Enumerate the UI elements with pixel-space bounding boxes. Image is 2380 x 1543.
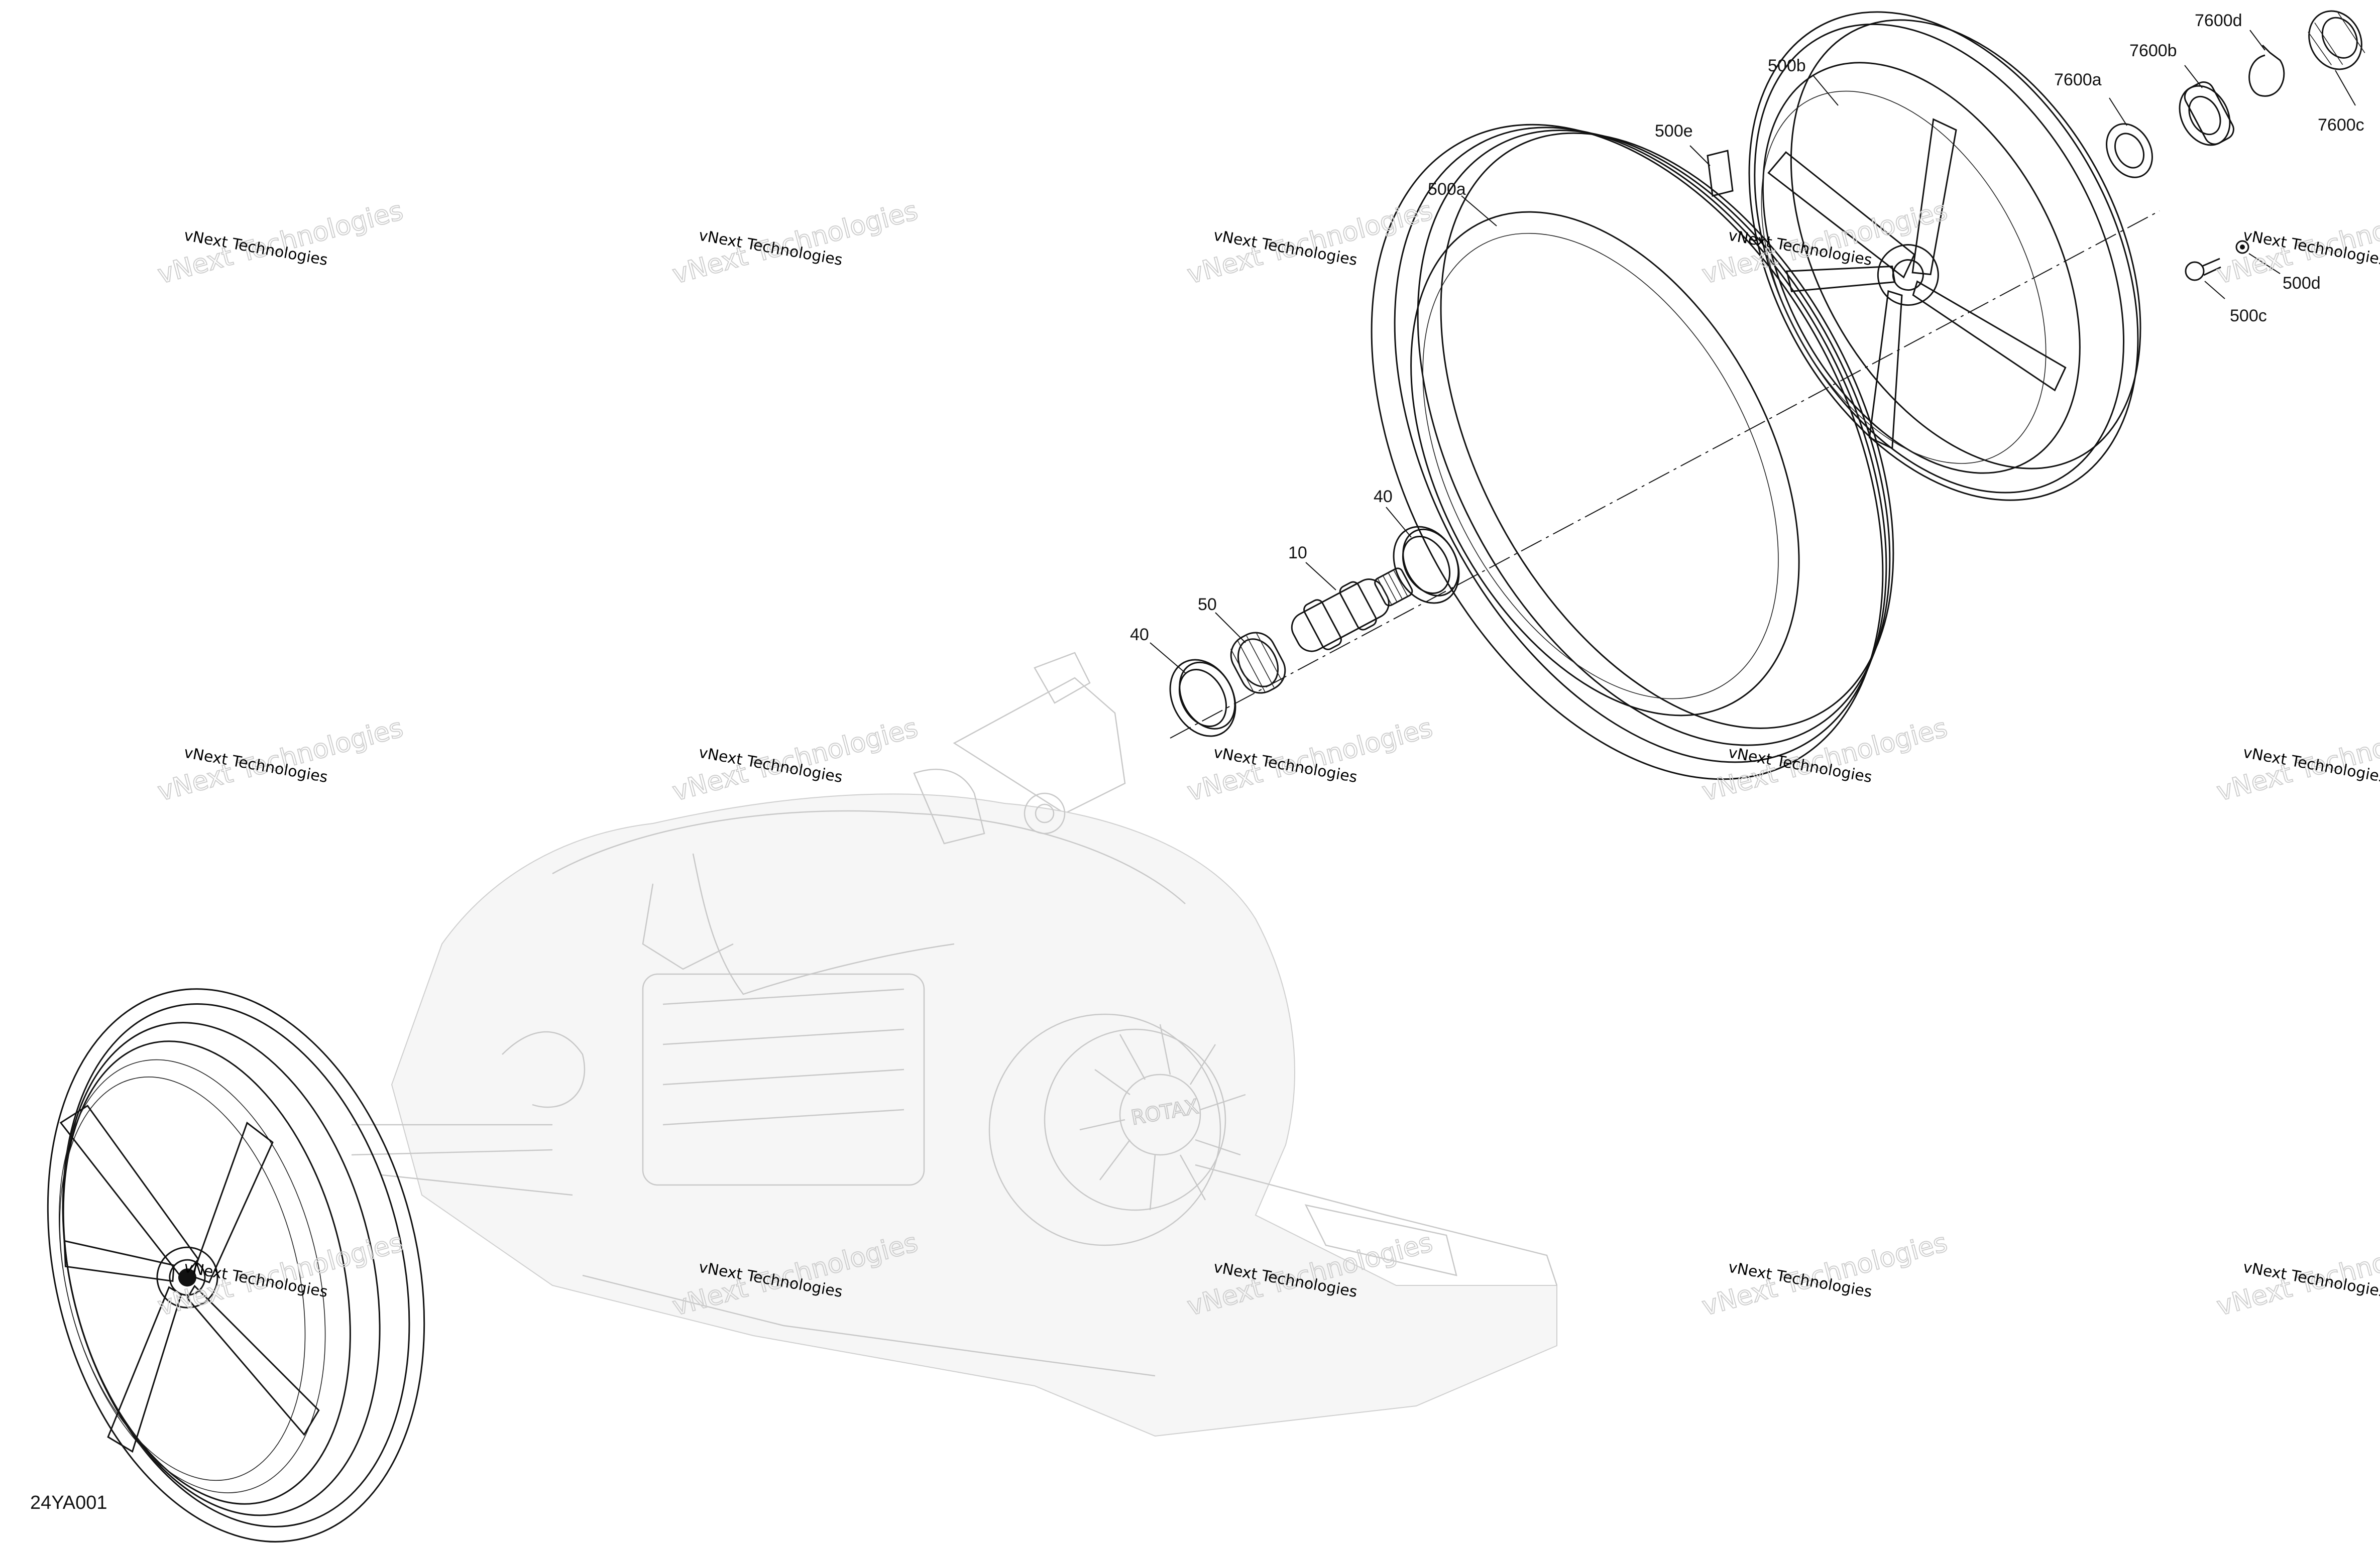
assembly-axis	[1170, 210, 2160, 739]
callout-40-lower: 40	[1130, 625, 1149, 644]
bearing-upper	[1393, 526, 1460, 604]
callout-500a: 500a	[1428, 180, 1466, 199]
nut-7600b	[2179, 81, 2234, 146]
callout-500c: 500c	[2230, 306, 2267, 325]
callout-10: 10	[1288, 543, 1307, 562]
weight-500d	[2235, 240, 2249, 254]
reference-code: 24YA001	[30, 1492, 107, 1513]
washer-7600a	[2106, 123, 2153, 178]
spacer-50	[1230, 632, 1286, 694]
bearing-lower	[1169, 659, 1236, 737]
assembled-wheel	[47, 988, 425, 1542]
callout-7600c: 7600c	[2318, 115, 2364, 135]
screw-500c	[2185, 258, 2221, 281]
callout-500d: 500d	[2283, 274, 2321, 293]
rim-500b	[1748, 11, 2141, 501]
watermark-r3c1: vNext Technologies vNext Technologies	[154, 1227, 407, 1323]
callout-7600b: 7600b	[2129, 41, 2177, 60]
vehicle-ghost: ROTAX	[351, 652, 1558, 1437]
watermark-r2c2: vNext Technologies vNext Technologies	[669, 713, 922, 808]
clip-7600d	[2248, 44, 2285, 97]
axle-10	[1291, 567, 1413, 652]
watermark-r2c5: vNext Technologies vNext Technologies	[2213, 713, 2380, 808]
watermark-r1c1: vNext Technologies vNext Technologies	[154, 195, 407, 291]
valve-500e	[1707, 150, 1734, 197]
callout-50: 50	[1198, 595, 1217, 614]
watermark-r3c5: vNext Technologies vNext Technologies	[2213, 1227, 2380, 1323]
leader-lines	[1150, 30, 2356, 673]
watermark-r2c1: vNext Technologies vNext Technologies	[154, 713, 407, 808]
tire-500a	[1371, 124, 1894, 780]
callout-labels: 40 50 10 40 500a 500e 500b 7600a 7600b 7…	[1130, 11, 2364, 644]
callout-7600a: 7600a	[2054, 70, 2102, 89]
cap-7600c	[2308, 10, 2365, 70]
callout-500b: 500b	[1768, 56, 1806, 75]
callout-500e: 500e	[1655, 122, 1693, 141]
callout-7600d: 7600d	[2195, 11, 2242, 30]
watermark-r1c2: vNext Technologies vNext Technologies	[669, 195, 922, 291]
watermark-r3c4: vNext Technologies vNext Technologies	[1698, 1227, 1951, 1323]
callout-40-upper: 40	[1374, 487, 1393, 506]
